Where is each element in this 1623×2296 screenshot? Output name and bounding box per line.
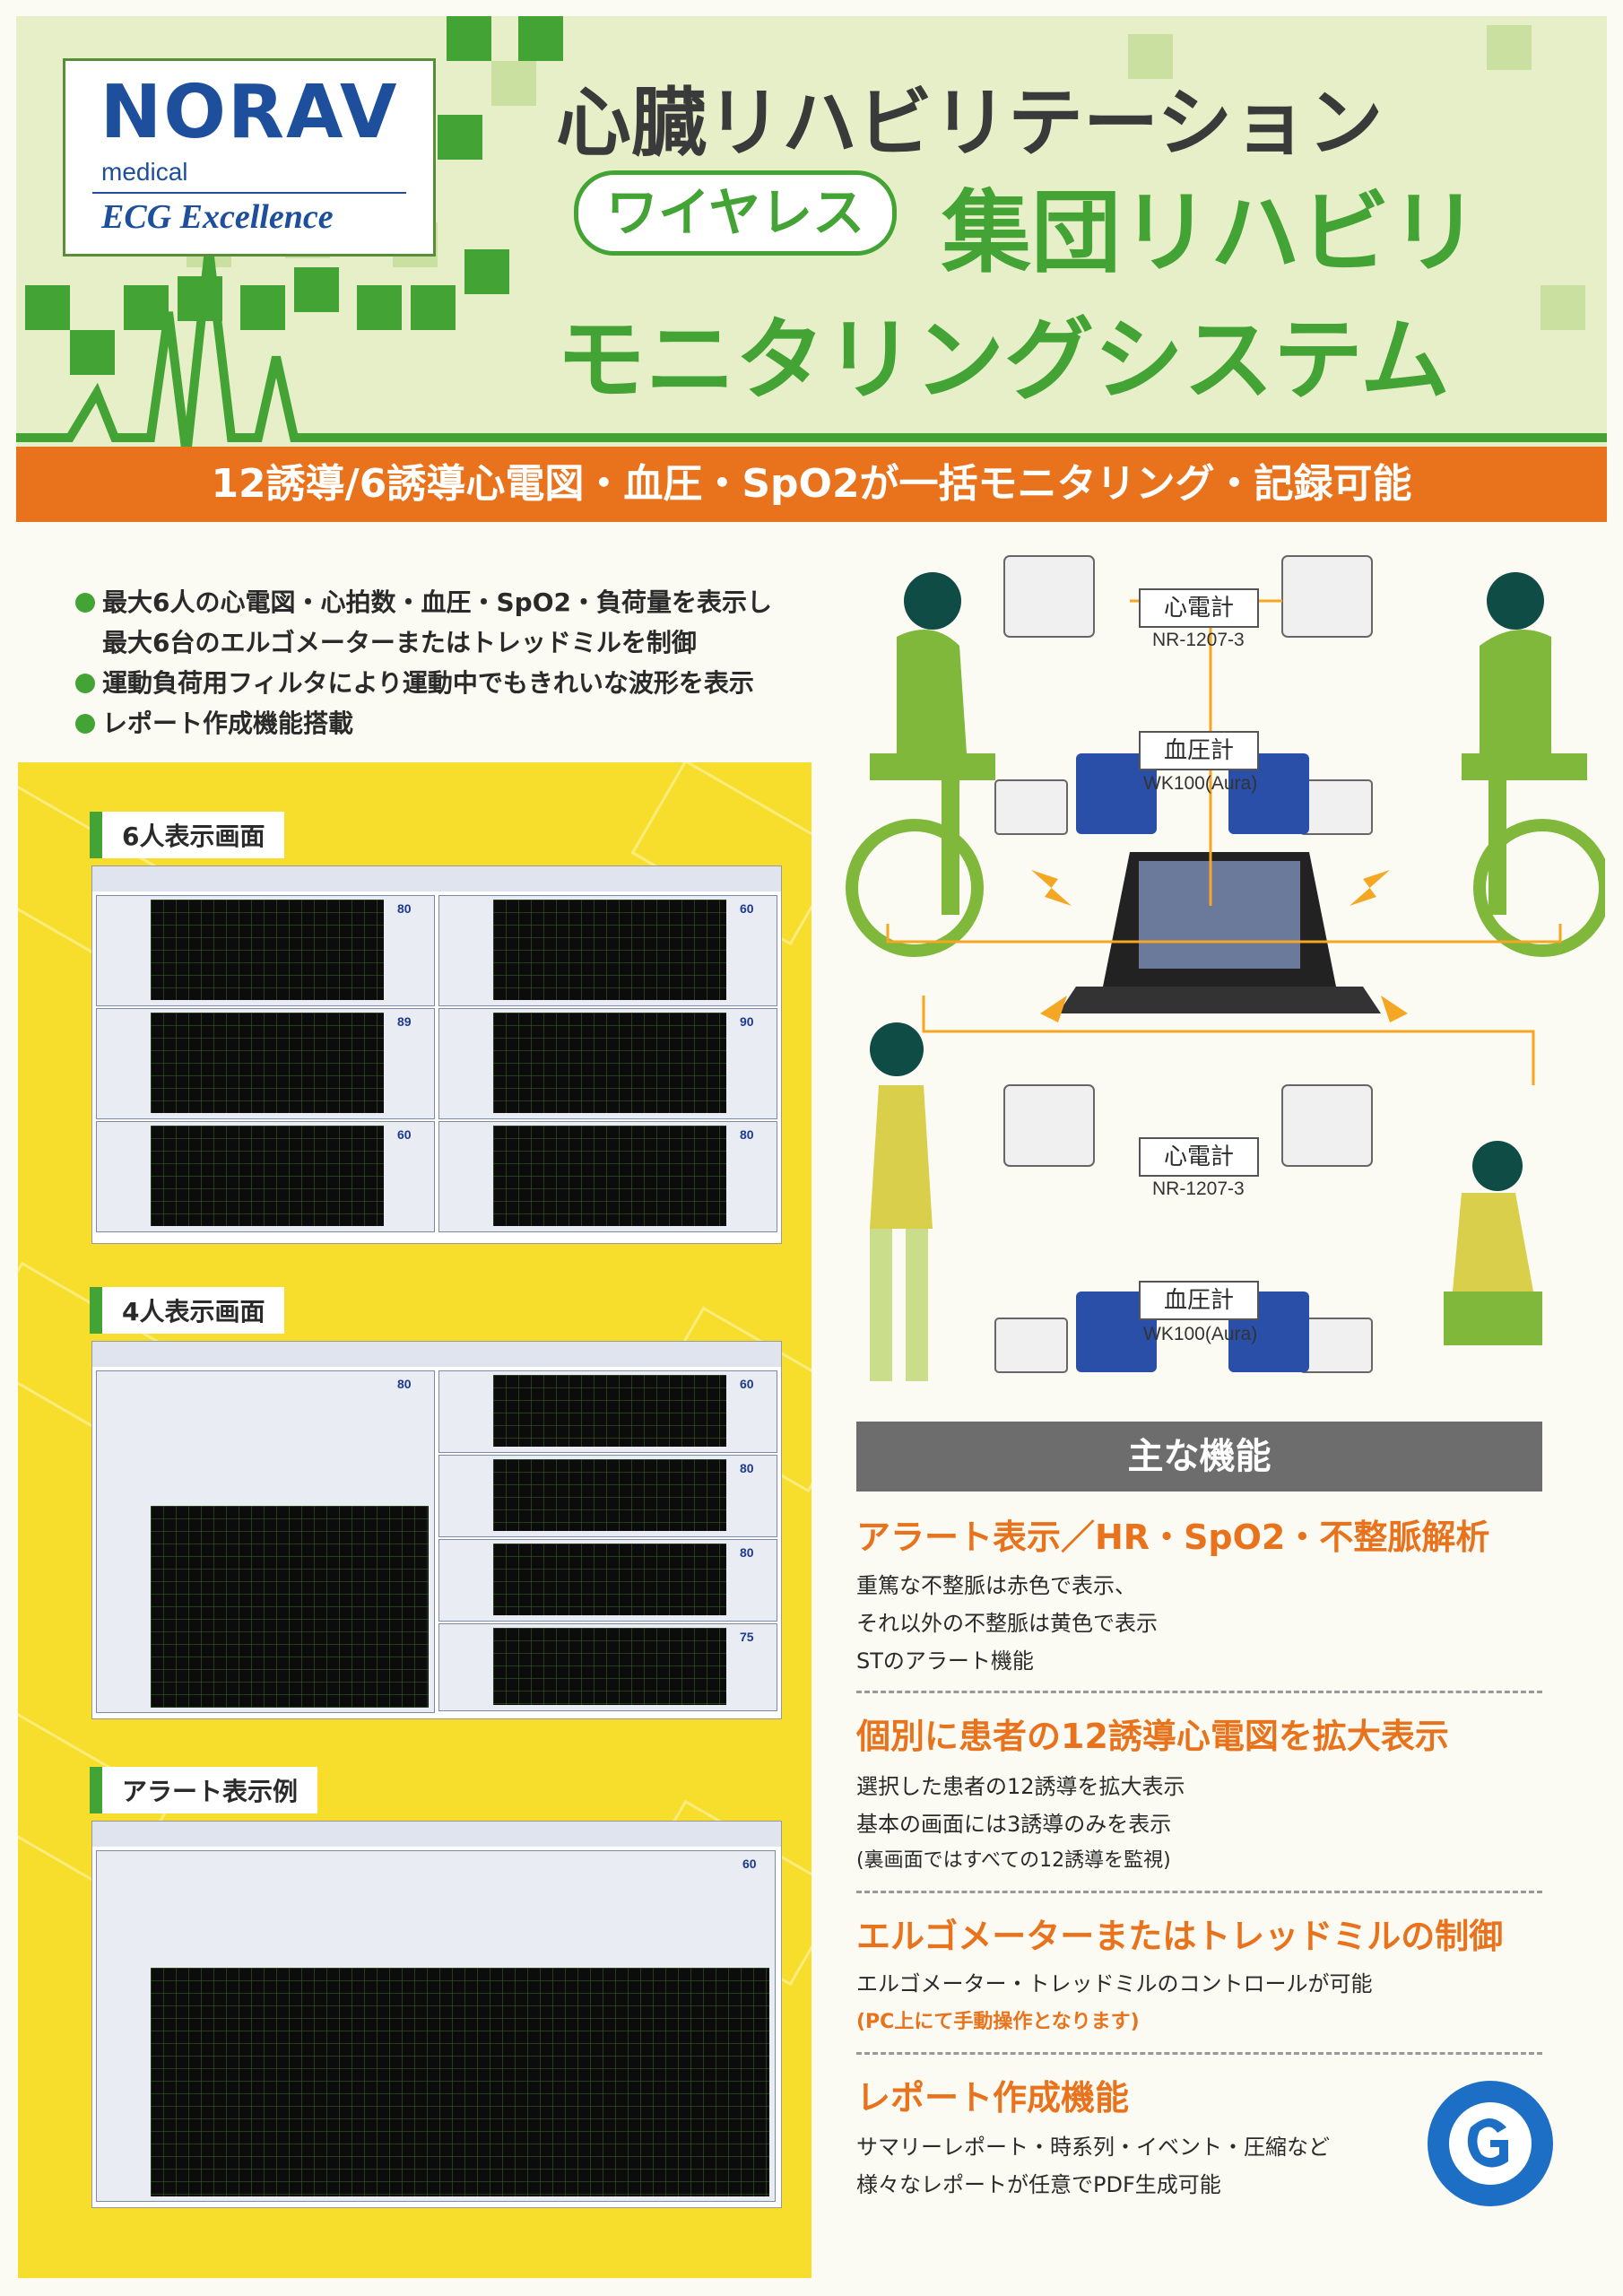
- feature-line: STのアラート機能: [856, 1648, 1034, 1674]
- ecg-device-label-bottom: 心電計: [1139, 1137, 1259, 1177]
- orange-banner: 12誘導/6誘導心電図・血圧・SpO2が一括モニタリング・記録可能: [16, 447, 1607, 522]
- feature-line: それ以外の不整脈は黄色で表示: [856, 1611, 1158, 1636]
- feature-line: 選択した患者の12誘導を拡大表示: [856, 1774, 1185, 1799]
- feature-note: (PC上にて手動操作となります): [856, 2011, 1140, 2033]
- feature-line: (裏画面ではすべての12誘導を監視): [856, 1849, 1171, 1872]
- feature-line: サマリーレポート・時系列・イベント・圧縮など: [856, 2135, 1330, 2160]
- feature-line: 重篤な不整脈は赤色で表示、: [856, 1573, 1136, 1598]
- ecg-model-bottom: NR-1207-3: [1152, 1178, 1245, 1199]
- bullet-dot-icon: [75, 714, 95, 734]
- ecg-model-top: NR-1207-3: [1152, 630, 1245, 650]
- four-patient-screenshot: 80 60 80 80 75: [91, 1341, 782, 1719]
- goodcare-logo: [1428, 2081, 1553, 2206]
- six-patient-label: 6人表示画面: [90, 812, 285, 858]
- logo-brand: NORAV: [100, 70, 399, 155]
- bullet-dot-icon: [75, 674, 95, 693]
- bp-device-label-bottom: 血圧計: [1139, 1281, 1259, 1320]
- feature-title: レポート作成機能: [856, 2078, 1130, 2118]
- ecg-device-label-top: 心電計: [1139, 588, 1259, 628]
- title-line-3: モニタリングシステム: [556, 308, 1450, 413]
- feature-title: アラート表示／HR・SpO2・不整脈解析: [856, 1518, 1490, 1557]
- bullet-item: 運動負荷用フィルタにより運動中でもきれいな波形を表示: [75, 664, 754, 700]
- rehab-system-diagram: [846, 555, 1605, 1381]
- title-line-2: 集団リハビリ: [942, 180, 1480, 285]
- feature-title: エルゴメーターまたはトレッドミルの制御: [856, 1917, 1504, 1956]
- wireless-badge: ワイヤレス: [574, 170, 897, 256]
- alert-example-label: アラート表示例: [90, 1767, 318, 1813]
- feature-line: エルゴメーター・トレッドミルのコントロールが可能: [856, 1971, 1373, 1996]
- screenshots-panel: 6人表示画面 80 60 89 90 60 80 4人表示画面 80 60 80…: [18, 762, 812, 2278]
- feature-title: 個別に患者の12誘導心電図を拡大表示: [856, 1717, 1449, 1756]
- bp-device-label-top: 血圧計: [1139, 731, 1259, 770]
- norav-logo: NORAV medical ECG Excellence: [63, 58, 436, 257]
- title-line-1: 心臓リハビリテーション: [556, 79, 1384, 167]
- main-features-heading: 主な機能: [856, 1422, 1542, 1492]
- bullet-item-continued: 最大6台のエルゴメーターまたはトレッドミルを制御: [102, 628, 697, 657]
- logo-sub-medical: medical: [101, 158, 188, 186]
- bullet-dot-icon: [75, 593, 95, 613]
- bullet-item: レポート作成機能搭載: [75, 704, 353, 740]
- four-patient-label: 4人表示画面: [90, 1287, 285, 1334]
- logo-sub-tagline: ECG Excellence: [101, 198, 334, 236]
- bp-model-top: WK100(Aura): [1143, 773, 1258, 794]
- bullet-item: 最大6人の心電図・心拍数・血圧・SpO2・負荷量を表示し: [75, 583, 772, 619]
- feature-line: 様々なレポートが任意でPDF生成可能: [856, 2172, 1221, 2197]
- feature-line: 基本の画面には3誘導のみを表示: [856, 1812, 1172, 1837]
- bp-model-bottom: WK100(Aura): [1143, 1324, 1258, 1344]
- six-patient-screenshot: 80 60 89 90 60 80: [91, 865, 782, 1244]
- alert-example-screenshot: 60: [91, 1821, 782, 2208]
